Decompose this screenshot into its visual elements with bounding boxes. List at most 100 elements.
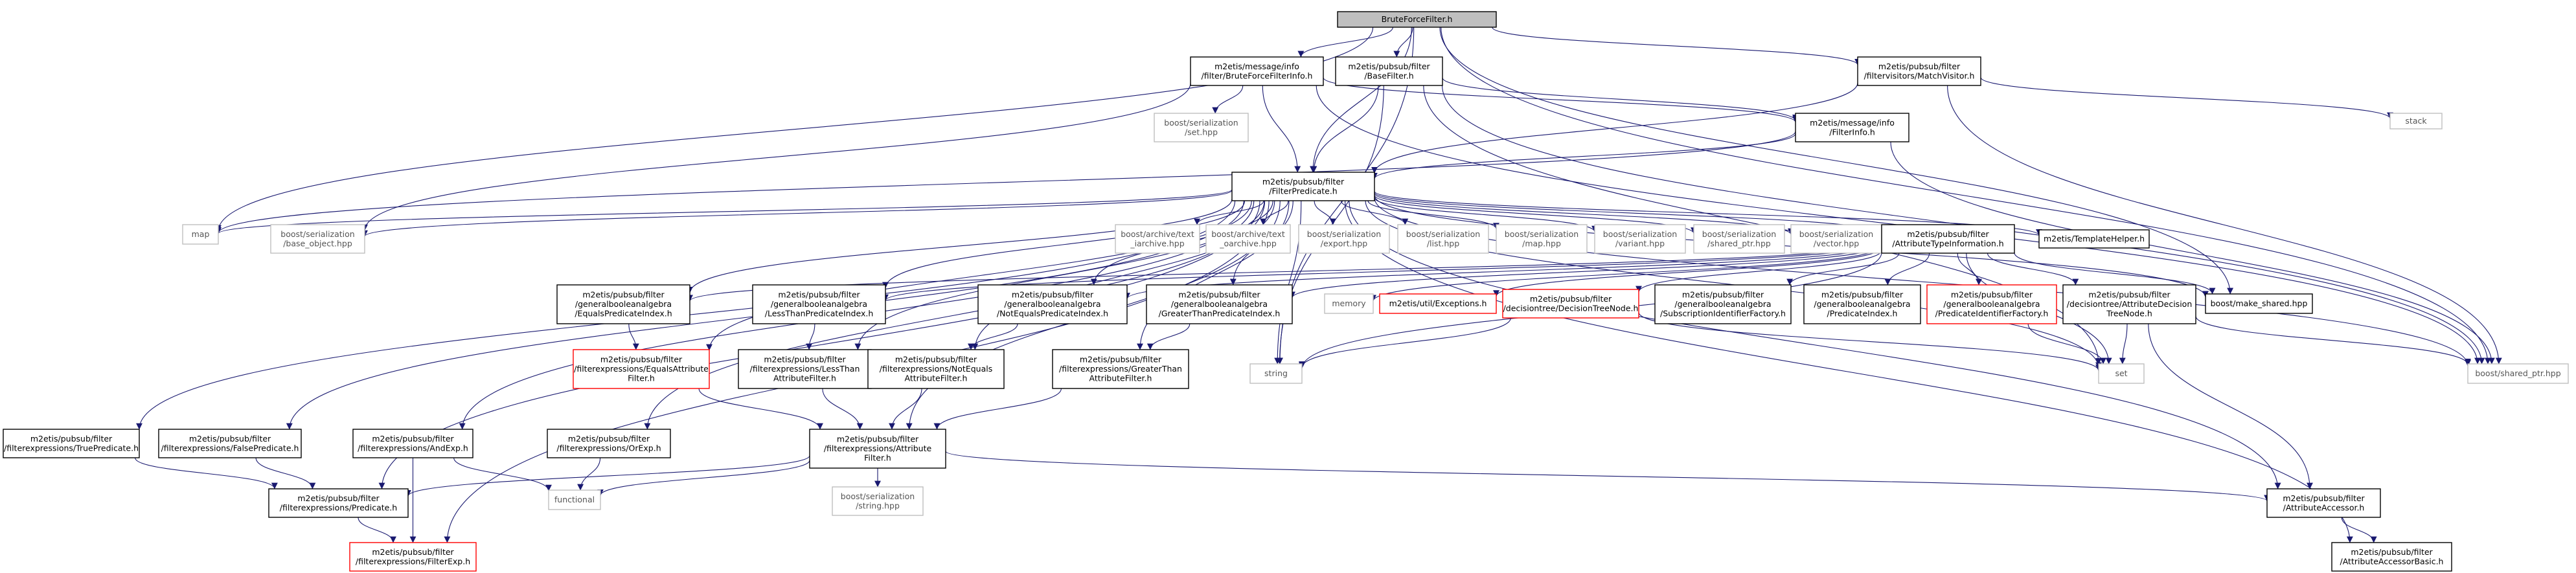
- node-label-line: /map.hpp: [1522, 238, 1561, 248]
- node-label-line: string: [1264, 368, 1288, 378]
- edge-line: [2119, 323, 2128, 365]
- node-tp[interactable]: m2etis/pubsub/filter/filterexpressions/T…: [3, 429, 140, 458]
- node-ltaf[interactable]: m2etis/pubsub/filter/filterexpressions/L…: [738, 349, 872, 389]
- node-label-line: /filter/BruteForceFilterInfo.h: [1202, 71, 1313, 80]
- edge-line: [361, 83, 1191, 231]
- edge-eqpi-to-eqaf: [628, 323, 639, 350]
- node-label-line: /filterexpressions/LessThan: [750, 364, 860, 374]
- node-pi[interactable]: m2etis/pubsub/filter/generalbooleanalgeb…: [1803, 284, 1921, 324]
- node-box: [1337, 11, 1497, 28]
- node-gtpi[interactable]: m2etis/pubsub/filter/generalbooleanalgeb…: [1146, 284, 1293, 324]
- edge-line: [687, 199, 1233, 293]
- node-label-line: m2etis/pubsub/filter: [778, 290, 860, 300]
- node-label-line: /filterexpressions/OrExp.h: [556, 443, 661, 453]
- edge-line: [1260, 200, 1289, 225]
- node-adtn[interactable]: m2etis/pubsub/filter/decisiontree/Attrib…: [2062, 284, 2196, 324]
- edge-fp-to-aab: [1345, 200, 2353, 543]
- node-label-line: m2etis/pubsub/filter: [582, 290, 665, 300]
- node-eqpi[interactable]: m2etis/pubsub/filter/generalbooleanalgeb…: [556, 284, 690, 324]
- node-neaf[interactable]: m2etis/pubsub/filter/filterexpressions/N…: [867, 349, 1005, 389]
- node-box: [1154, 113, 1249, 142]
- node-label-line: functional: [554, 495, 595, 504]
- edge-line: [933, 388, 1062, 430]
- node-fp[interactable]: m2etis/pubsub/filter/FilterPredicate.h: [1231, 172, 1375, 201]
- node-bs_vector: boost/serialization/vector.hpp: [1790, 224, 1882, 254]
- node-sif[interactable]: m2etis/pubsub/filter/generalbooleanalgeb…: [1654, 284, 1792, 324]
- node-tmpl[interactable]: m2etis/TemplateHelper.h: [2038, 229, 2150, 249]
- node-label-line: /shared_ptr.hpp: [1707, 238, 1771, 248]
- node-andexp[interactable]: m2etis/pubsub/filter/filterexpressions/A…: [352, 429, 473, 458]
- node-box: [2098, 363, 2145, 384]
- node-aa[interactable]: m2etis/pubsub/filter/AttributeAccessor.h: [2266, 488, 2381, 518]
- node-make_shared[interactable]: boost/make_shared.hpp: [2205, 293, 2313, 314]
- node-label-line: _iarchive.hpp: [1130, 238, 1184, 248]
- node-nepi[interactable]: m2etis/pubsub/filter/generalbooleanalgeb…: [977, 284, 1128, 324]
- edge-line: [2341, 517, 2377, 543]
- node-gtaf[interactable]: m2etis/pubsub/filter/filterexpressions/G…: [1052, 349, 1189, 389]
- node-label-line: boost/serialization: [1799, 229, 1873, 239]
- node-label-line: /decisiontree/DecisionTreeNode.h: [1503, 303, 1639, 313]
- node-bff[interactable]: BruteForceFilter.h: [1337, 11, 1497, 28]
- edge-line: [1297, 27, 1393, 58]
- node-af[interactable]: m2etis/pubsub/filter/filterexpressions/A…: [809, 429, 946, 469]
- node-fexp[interactable]: m2etis/pubsub/filter/filterexpressions/F…: [349, 542, 477, 572]
- node-label-line: /filterexpressions/FilterExp.h: [356, 556, 470, 566]
- node-label-line: m2etis/message/info: [1214, 62, 1299, 71]
- edge-line: [361, 190, 1233, 237]
- edge-fp-to-map: [215, 189, 1233, 234]
- edge-line: [2027, 323, 2106, 365]
- node-label-line: stack: [2405, 116, 2427, 126]
- edge-bff-to-make_shared: [1439, 27, 2233, 295]
- node-label-line: /generalbooleanalgebra: [1171, 299, 1268, 309]
- edge-line: [1884, 253, 1930, 286]
- node-bs_base: boost/serialization/base_object.hpp: [270, 224, 365, 254]
- node-label-line: m2etis/util/Exceptions.h: [1389, 298, 1487, 308]
- node-label-line: /filterexpressions/Attribute: [824, 444, 932, 453]
- node-label-line: /AttributeAccessor.h: [2283, 502, 2365, 512]
- node-label-line: m2etis/message/info: [1810, 118, 1895, 128]
- node-orexp[interactable]: m2etis/pubsub/filter/filterexpressions/O…: [547, 429, 671, 458]
- node-label-line: /NotEqualsPredicateIndex.h: [997, 309, 1108, 319]
- node-bs_variant: boost/serialization/variant.hpp: [1594, 224, 1686, 254]
- node-label-line: /EqualsPredicateIndex.h: [575, 309, 672, 319]
- node-box: [1502, 289, 1639, 319]
- node-label-line: boost/shared_ptr.hpp: [2475, 368, 2560, 378]
- node-label-line: /variant.hpp: [1615, 238, 1665, 248]
- edge-tp-to-pred: [135, 457, 278, 489]
- node-bffi[interactable]: m2etis/message/info/filter/BruteForceFil…: [1190, 56, 1324, 86]
- edge-fp-to-neaf: [972, 200, 1275, 350]
- edge-fp-to-shared_ptr: [1374, 197, 2471, 366]
- node-aab[interactable]: m2etis/pubsub/filter/AttributeAccessorBa…: [2331, 542, 2452, 572]
- edge-line: [2014, 253, 2216, 295]
- node-basef[interactable]: m2etis/pubsub/filter/BaseFilter.h: [1335, 56, 1443, 86]
- node-dtn[interactable]: m2etis/pubsub/filter/decisiontree/Decisi…: [1502, 289, 1639, 319]
- node-pred[interactable]: m2etis/pubsub/filter/filterexpressions/P…: [268, 488, 409, 518]
- node-box: [349, 542, 477, 572]
- edge-line: [1371, 133, 1796, 179]
- node-label-line: /filterexpressions/NotEquals: [880, 364, 992, 374]
- node-box: [573, 349, 710, 389]
- edge-line: [882, 200, 1246, 289]
- node-mv[interactable]: m2etis/pubsub/filter/filtervisitors/Matc…: [1857, 56, 1981, 86]
- node-fi[interactable]: m2etis/message/info/FilterInfo.h: [1795, 113, 1909, 142]
- node-label-line: m2etis/pubsub/filter: [2283, 493, 2365, 503]
- edge-line: [1371, 82, 1858, 174]
- edge-fi-to-fp: [1371, 133, 1796, 179]
- node-label-line: m2etis/pubsub/filter: [1951, 290, 2033, 300]
- edge-line: [1980, 77, 2393, 119]
- node-eqaf[interactable]: m2etis/pubsub/filter/filterexpressions/E…: [573, 349, 710, 389]
- edge-line: [1146, 323, 1191, 350]
- node-box: [1693, 224, 1785, 254]
- node-box: [2205, 293, 2313, 314]
- node-label-line: m2etis/pubsub/filter: [895, 355, 977, 365]
- node-ati[interactable]: m2etis/pubsub/filter/AttributeTypeInform…: [1881, 224, 2015, 254]
- edge-line: [1262, 85, 1301, 173]
- edge-line: [628, 323, 639, 350]
- edge-bffi-to-fp: [1262, 85, 1301, 173]
- node-pif[interactable]: m2etis/pubsub/filter/generalbooleanalgeb…: [1926, 284, 2057, 324]
- node-fpred[interactable]: m2etis/pubsub/filter/filterexpressions/F…: [158, 429, 302, 458]
- node-exc[interactable]: m2etis/util/Exceptions.h: [1379, 293, 1497, 314]
- node-label-line: /BaseFilter.h: [1364, 71, 1413, 80]
- node-ltpi[interactable]: m2etis/pubsub/filter/generalbooleanalgeb…: [752, 284, 886, 324]
- node-box: [1857, 56, 1981, 86]
